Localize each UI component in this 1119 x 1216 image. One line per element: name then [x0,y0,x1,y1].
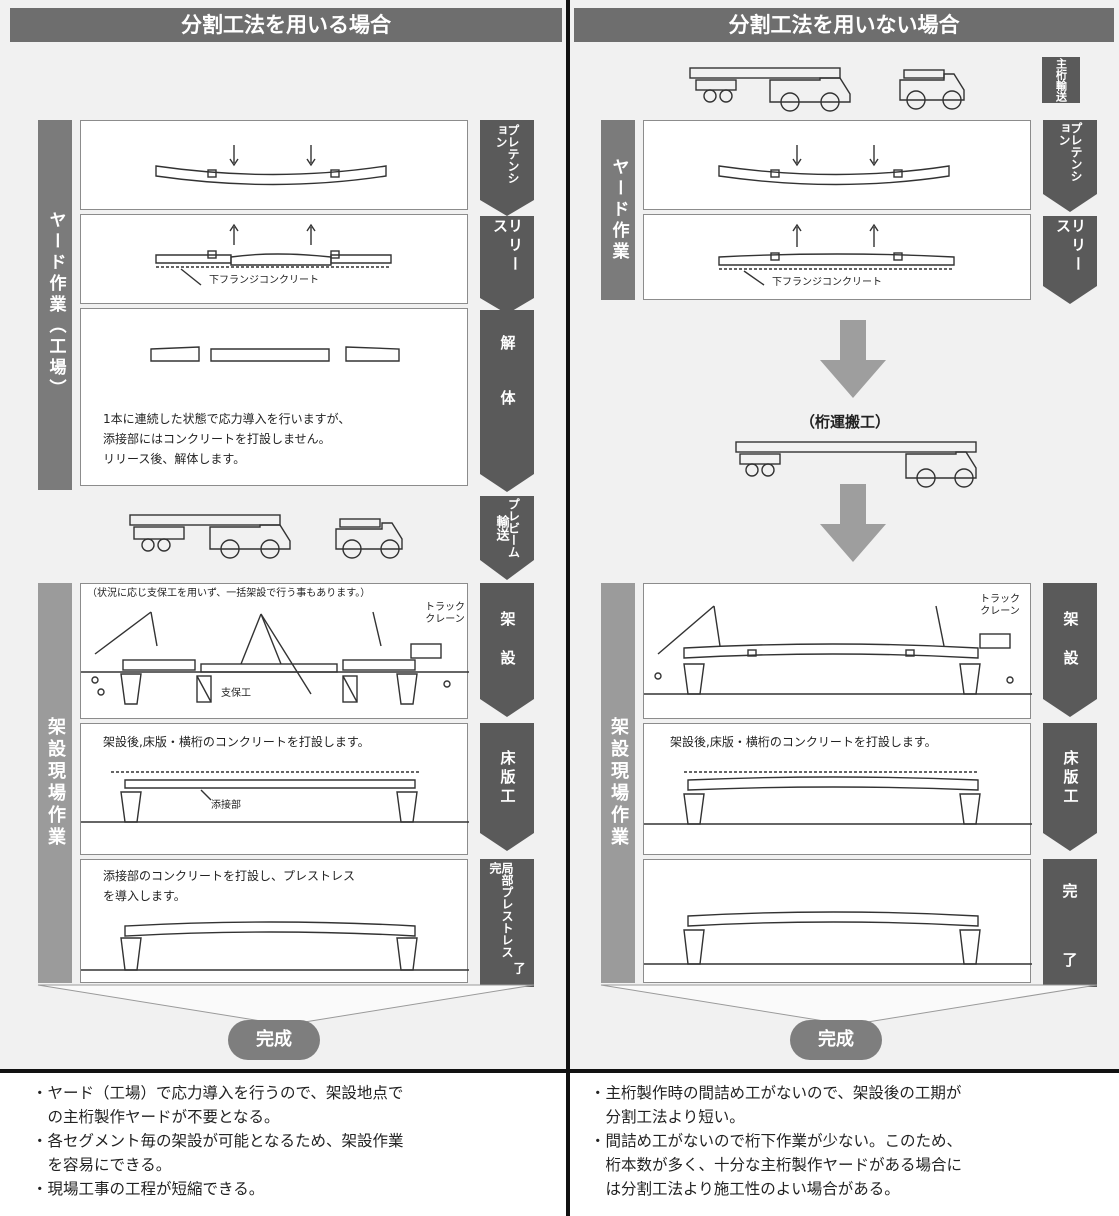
left-final-figure [81,921,469,971]
left-stage-release: 下フランジコンクリート [80,214,468,304]
right-note-line: 分割工法より短い。 [590,1108,745,1126]
right-transport-trucks [689,67,965,112]
left-joint-label: 添接部 [211,800,241,811]
right-tag-erection: 架設 [1061,611,1080,689]
left-notes: ・ヤード（工場）で応力導入を行うので、架設地点で の主桁製作ヤードが不要となる。… [0,1073,566,1216]
right-site-bar: 架設現場作業 [601,583,635,983]
right-tag-deck: 床版工 [1061,749,1080,807]
right-note-line: ・間詰め工がないので桁下作業が少ない。このため、 [590,1132,963,1150]
right-header: 分割工法を用いない場合 [574,8,1114,42]
pretension-beam-figure [155,145,387,186]
right-beam-transport-label: （桁運搬工） [800,413,891,431]
left-note-line: ・各セグメント毎の架設が可能となるため、架設作業 [32,1132,404,1150]
right-yard-bar: ヤード作業 [601,120,635,300]
left-complete-badge: 完成 [228,1020,320,1060]
left-stage-erection: （状況に応じ支保工を用いず、一括架設で行う事もあります。） トラッククレーン 支… [80,583,469,719]
left-transport-trucks [129,514,403,559]
left-stage-pretension [80,120,468,210]
right-flow-arrow-2 [820,484,886,562]
bottom-separator [0,1069,1119,1073]
right-lower-tag-arrows [1043,583,1097,987]
left-erection-figure [81,611,469,705]
left-final-line2: を導入します。 [103,889,186,903]
right-deck-figure [644,771,1032,825]
right-note-line: は分割工法より施工性のよい場合がある。 [590,1180,900,1198]
left-note-line: を容易にできる。 [32,1156,172,1174]
left-dismantle-line2: 添接部にはコンクリートを打設しません。 [103,432,331,446]
column-divider [566,0,570,1216]
right-tag-release: リリース [1054,218,1087,275]
left-site-bar: 架設現場作業 [38,583,72,983]
left-tag-partial-prestress: 完 局部プレストレス 了 [488,862,526,974]
left-support-label: 支保工 [221,688,251,699]
release-beam-figure [155,223,392,286]
right-flow-arrow-1 [820,320,886,398]
right-flange-label: 下フランジコンクリート [772,277,882,288]
left-note-line: ・ヤード（工場）で応力導入を行うので、架設地点で [32,1084,404,1102]
left-stage-deck: 架設後,床版・横桁のコンクリートを打設します。 添接部 [80,723,469,855]
left-dismantle-line1: 1本に連続した状態で応力導入を行いますが、 [103,412,351,426]
right-stage-release: 下フランジコンクリート [643,214,1031,300]
left-funnel [37,984,535,1026]
left-tag-erection: 架設 [498,611,517,689]
right-beam-trailer-truck [735,441,977,488]
right-final-figure [644,911,1032,965]
right-notes: ・主桁製作時の間詰め工がないので、架設後の工期が 分割工法より短い。 ・間詰め工… [570,1073,1119,1216]
right-note-line: 桁本数が多く、十分な主桁製作ヤードがある場合に [590,1156,963,1174]
left-note-line: の主桁製作ヤードが不要となる。 [32,1108,280,1126]
left-dismantle-line3: リリース後、解体します。 [103,452,246,466]
right-tag-pretension: プレテンション [1057,122,1083,182]
left-stage-final: 添接部のコンクリートを打設し、プレストレス を導入します。 [80,859,469,983]
left-truck-crane-label: トラッククレーン [425,602,465,625]
left-tag-release: リリース [491,218,524,275]
right-release-figure [718,223,955,286]
right-complete-badge: 完成 [790,1020,882,1060]
bottom-divider [566,1073,570,1216]
right-stage-pretension [643,120,1031,210]
left-final-line1: 添接部のコンクリートを打設し、プレストレス [103,869,356,883]
left-deck-text: 架設後,床版・横桁のコンクリートを打設します。 [103,735,370,749]
left-note-line: ・現場工事の工程が短縮できる。 [32,1180,265,1198]
right-stage-erection: トラッククレーン [643,583,1032,719]
left-flange-label: 下フランジコンクリート [209,275,319,286]
right-stage-final [643,859,1032,983]
right-note-line: ・主桁製作時の間詰め工がないので、架設後の工期が [590,1084,962,1102]
left-site-label: 架設現場作業 [45,717,66,849]
left-stage-dismantle: 1本に連続した状態で応力導入を行いますが、 添接部にはコンクリートを打設しません… [80,308,468,486]
right-stage-deck: 架設後,床版・横桁のコンクリートを打設します。 [643,723,1032,855]
right-tag-complete: 完 了 [1062,882,1078,969]
right-truck-crane-label: トラッククレーン [980,594,1020,617]
right-yard-label: ヤード作業 [608,157,629,263]
right-site-label: 架設現場作業 [608,717,629,849]
right-funnel [600,984,1098,1026]
left-header: 分割工法を用いる場合 [10,8,562,42]
left-tag-pretension: プレテンション [494,124,520,184]
left-deck-figure [81,771,469,823]
left-erection-note: （状況に応じ支保工を用いず、一括架設で行う事もあります。） [87,588,371,599]
dismantled-segments-figure [150,346,400,362]
right-erection-figure [644,605,1032,695]
left-yard-bar: ヤード作業（工場） [38,120,72,490]
left-lower-tag-arrows [480,583,534,987]
right-deck-text: 架設後,床版・横桁のコンクリートを打設します。 [670,735,937,749]
right-tag-beam-transport: 主桁輸送 [1042,57,1080,103]
left-tag-deck: 床版工 [498,749,517,807]
right-pretension-figure [718,145,950,186]
left-tag-transport: 輸送 プレビーム [493,498,521,558]
left-yard-label: ヤード作業（工場） [45,210,66,400]
right-upper-tag-arrows [1043,120,1097,304]
left-tag-arrows [480,120,534,580]
left-tag-dismantle: 解体 [498,335,517,445]
